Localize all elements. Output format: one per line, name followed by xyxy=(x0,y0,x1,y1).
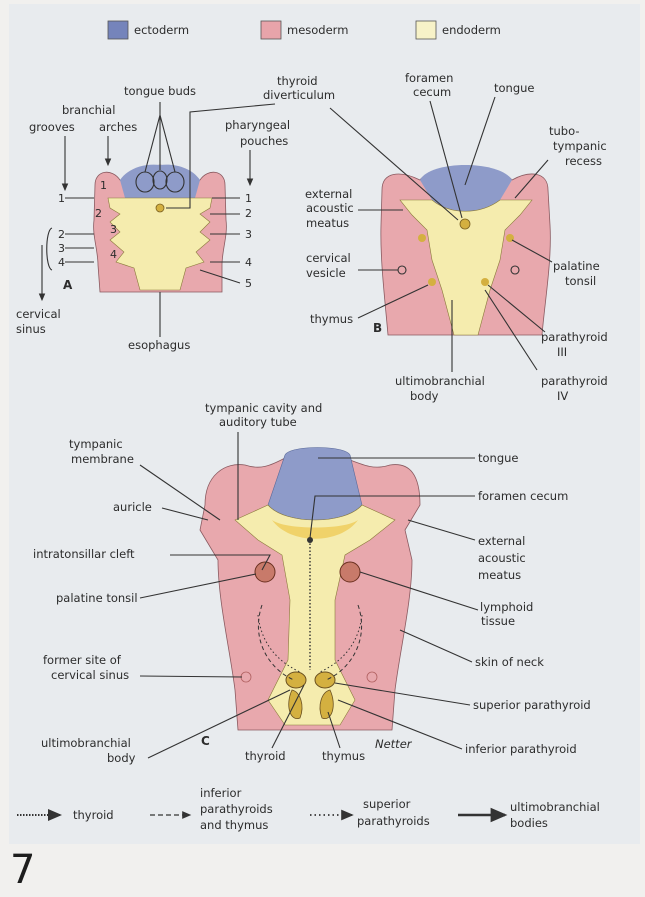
a-pouch-1: 1 xyxy=(245,192,252,205)
a-arch-3: 3 xyxy=(110,223,117,236)
c-foramen: foramen cecum xyxy=(478,489,568,503)
c-ultimo-2: body xyxy=(107,751,136,765)
b-panel-letter: B xyxy=(373,321,382,335)
line-key: thyroid inferior parathyroids and thymus… xyxy=(17,786,600,832)
a-pouch-3: 3 xyxy=(245,228,252,241)
panel-a: tongue buds thyroid diverticulum branchi… xyxy=(16,74,335,352)
legend-swatch-endoderm xyxy=(416,21,436,39)
a-branchial-2: arches xyxy=(99,120,137,134)
a-arch-2: 2 xyxy=(95,207,102,220)
key-inf-3: and thymus xyxy=(200,818,268,832)
b-palatine-1: palatine xyxy=(553,259,600,273)
c-ext-2: acoustic xyxy=(478,551,526,565)
a-panel-letter: A xyxy=(63,278,73,292)
c-ext-1: external xyxy=(478,534,525,548)
key-inf-2: parathyroids xyxy=(200,802,273,816)
c-lymph-2: tissue xyxy=(481,614,515,628)
c-intratonsillar: intratonsillar cleft xyxy=(33,547,135,561)
b-cerv-1: cervical xyxy=(306,251,351,265)
c-lymph-1: lymphoid xyxy=(480,600,533,614)
a-groove-1: 1 xyxy=(58,192,65,205)
key-thyroid: thyroid xyxy=(73,808,114,822)
c-signature: Netter xyxy=(375,737,413,751)
c-tongue: tongue xyxy=(478,451,519,465)
a-pharyngeal-2: pouches xyxy=(240,134,288,148)
c-tympanic-2: auditory tube xyxy=(219,415,297,429)
c-tympanic-1: tympanic cavity and xyxy=(205,401,322,415)
c-former-2: cervical sinus xyxy=(51,668,129,682)
a-cervical-1: cervical xyxy=(16,307,61,321)
key-ult-2: bodies xyxy=(510,816,548,830)
a-grooves: grooves xyxy=(29,120,75,134)
b-tubo-2: tympanic xyxy=(553,139,607,153)
c-inf-para: inferior parathyroid xyxy=(465,742,577,756)
b-foramen-2: cecum xyxy=(413,85,451,99)
b-ext-1: external xyxy=(305,187,352,201)
b-ext-2: acoustic xyxy=(306,201,354,215)
c-tymp-mem-1: tympanic xyxy=(69,437,123,451)
c-ext-3: meatus xyxy=(478,568,521,582)
b-para4-2: IV xyxy=(557,389,568,403)
panel-b: foramen cecum tongue tubo- tympanic rece… xyxy=(305,71,608,403)
a-pouch-5: 5 xyxy=(245,277,252,290)
a-groove-3: 3 xyxy=(58,242,65,255)
c-ultimo-1: ultimobranchial xyxy=(41,736,131,750)
a-groove-4: 4 xyxy=(58,256,65,269)
c-panel-letter: C xyxy=(201,734,210,748)
b-cerv-2: vesicle xyxy=(306,266,346,280)
b-para3-1: parathyroid xyxy=(541,330,608,344)
legend: ectoderm mesoderm endoderm xyxy=(108,21,501,39)
c-auricle: auricle xyxy=(113,500,152,514)
b-para4-1: parathyroid xyxy=(541,374,608,388)
a-esophagus: esophagus xyxy=(128,338,190,352)
c-former-1: former site of xyxy=(43,653,122,667)
key-sup-2: parathyroids xyxy=(357,814,430,828)
b-ultimo-2: body xyxy=(410,389,439,403)
c-thyroid: thyroid xyxy=(245,749,286,763)
legend-mesoderm: mesoderm xyxy=(287,23,348,37)
a-tongue-buds: tongue buds xyxy=(124,84,196,98)
c-tymp-mem-2: membrane xyxy=(71,452,134,466)
key-ult-1: ultimobranchial xyxy=(510,800,600,814)
a-arch-1: 1 xyxy=(100,179,107,192)
a-thyroid-1: thyroid xyxy=(277,74,318,88)
b-ultimo-1: ultimobranchial xyxy=(395,374,485,388)
b-tubo-1: tubo- xyxy=(549,124,580,138)
key-sup-1: superior xyxy=(363,797,411,811)
a-pharyngeal-1: pharyngeal xyxy=(225,118,290,132)
b-thymus: thymus xyxy=(310,312,353,326)
b-ext-3: meatus xyxy=(306,216,349,230)
b-foramen-1: foramen xyxy=(405,71,453,85)
c-thymus: thymus xyxy=(322,749,365,763)
key-inf-1: inferior xyxy=(200,786,242,800)
b-palatine-2: tonsil xyxy=(565,274,596,288)
b-tongue: tongue xyxy=(494,81,535,95)
a-groove-2: 2 xyxy=(58,228,65,241)
c-palatine: palatine tonsil xyxy=(56,591,138,605)
c-skin: skin of neck xyxy=(475,655,544,669)
legend-endoderm: endoderm xyxy=(442,23,501,37)
b-tubo-3: recess xyxy=(565,154,602,168)
c-sup-para: superior parathyroid xyxy=(473,698,591,712)
a-pouch-4: 4 xyxy=(245,256,252,269)
b-para3-2: III xyxy=(557,345,567,359)
a-thyroid-2: diverticulum xyxy=(263,88,335,102)
legend-ectoderm: ectoderm xyxy=(134,23,189,37)
a-branchial-1: branchial xyxy=(62,103,115,117)
page-number: 7 xyxy=(10,850,35,890)
a-cervical-2: sinus xyxy=(16,322,46,336)
panel-c: tympanic cavity and auditory tube tympan… xyxy=(33,401,591,765)
a-arch-4: 4 xyxy=(110,248,117,261)
legend-swatch-mesoderm xyxy=(261,21,281,39)
legend-swatch-ectoderm xyxy=(108,21,128,39)
a-pouch-2: 2 xyxy=(245,207,252,220)
